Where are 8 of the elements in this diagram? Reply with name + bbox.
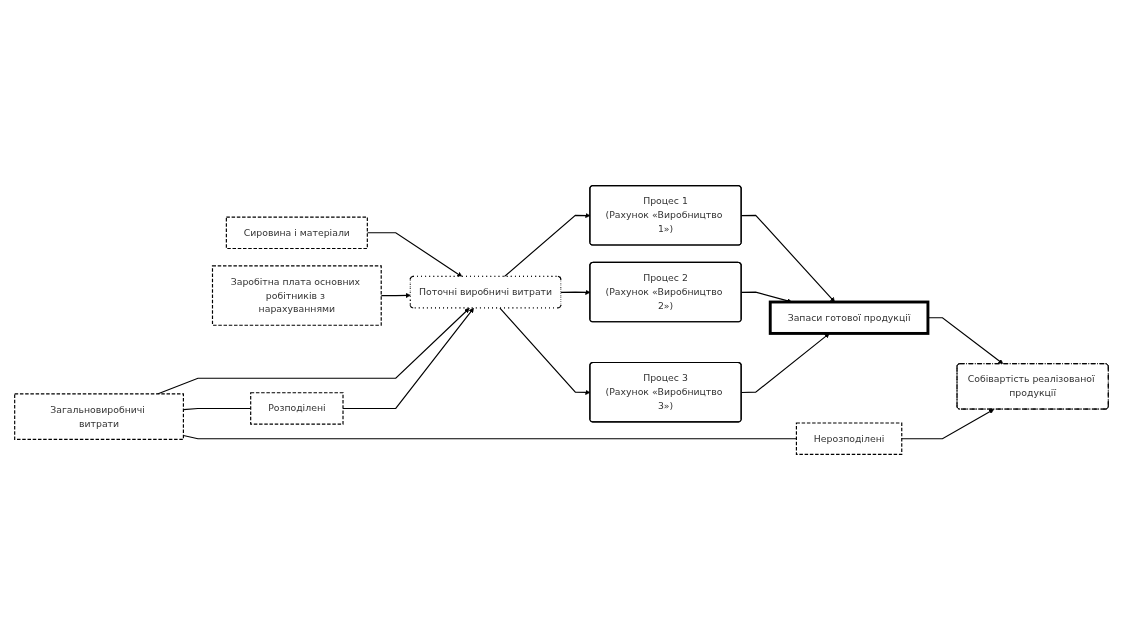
node-box: Розподілені <box>250 392 344 425</box>
node-box: Нерозподілені <box>795 422 903 455</box>
node-box: Сировина і матеріали <box>225 216 368 249</box>
arrow <box>901 409 995 440</box>
node-box: Запаси готової продукції <box>768 300 930 335</box>
arrow <box>927 317 1004 365</box>
node-box: Загальновиробничі витрати <box>14 393 184 440</box>
node-box: Заробітна плата основних робітників з нарахуваннями <box>211 265 382 326</box>
